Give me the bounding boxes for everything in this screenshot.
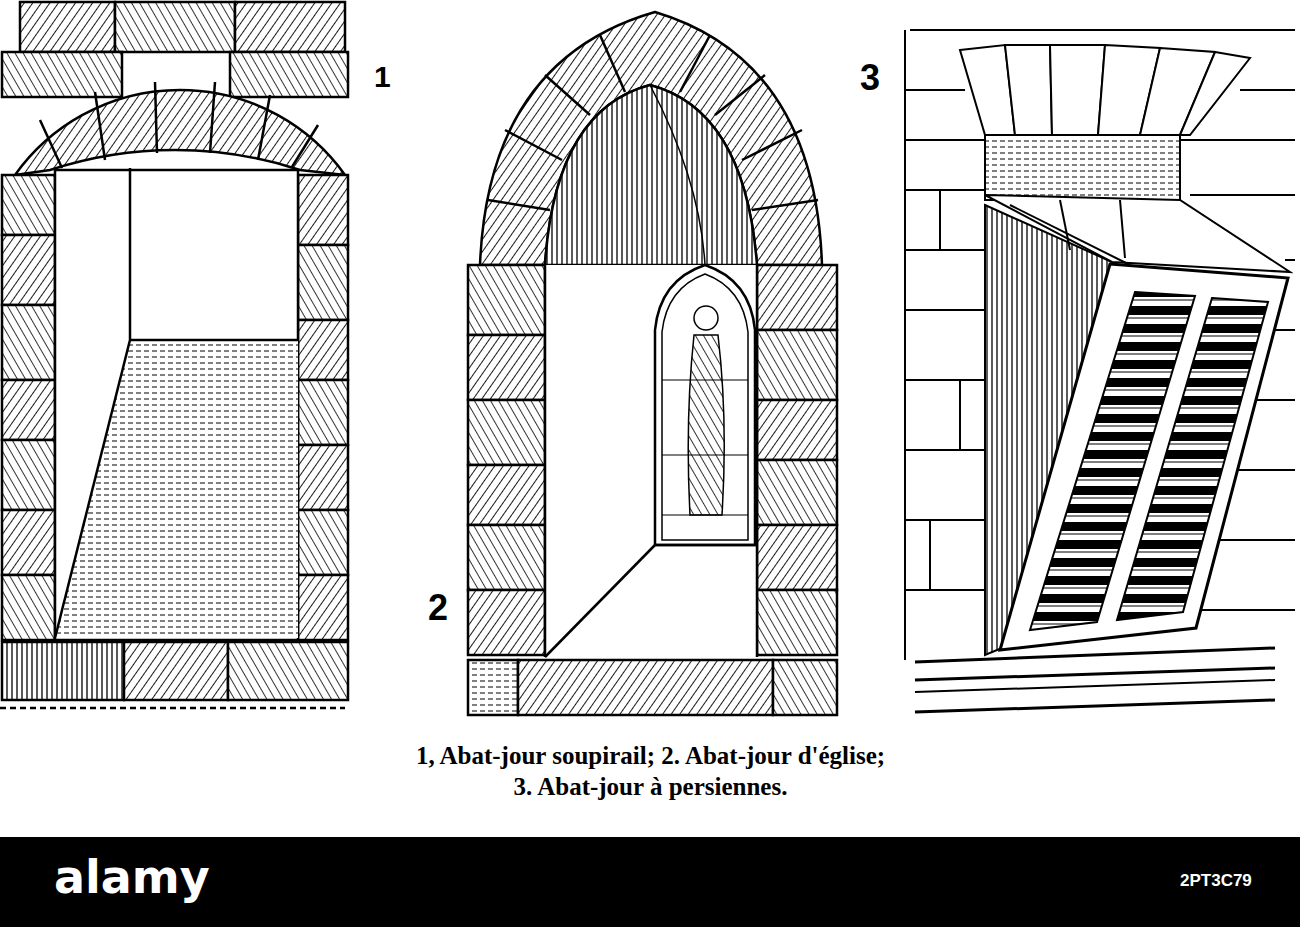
watermark: alamy [54,852,210,903]
window-soupirail [0,2,348,708]
callout-number: 2 [428,588,448,628]
watermark-id: 2PT3C79 [1180,872,1252,891]
window-eglise [468,12,837,715]
callout-number: 3 [860,58,880,98]
callout-number: 1 [374,60,391,93]
watermark-bar [0,837,1300,927]
window-persiennes [905,30,1295,712]
caption: 1, Abat-jour soupirail; 2. Abat-jour d'é… [405,740,896,802]
